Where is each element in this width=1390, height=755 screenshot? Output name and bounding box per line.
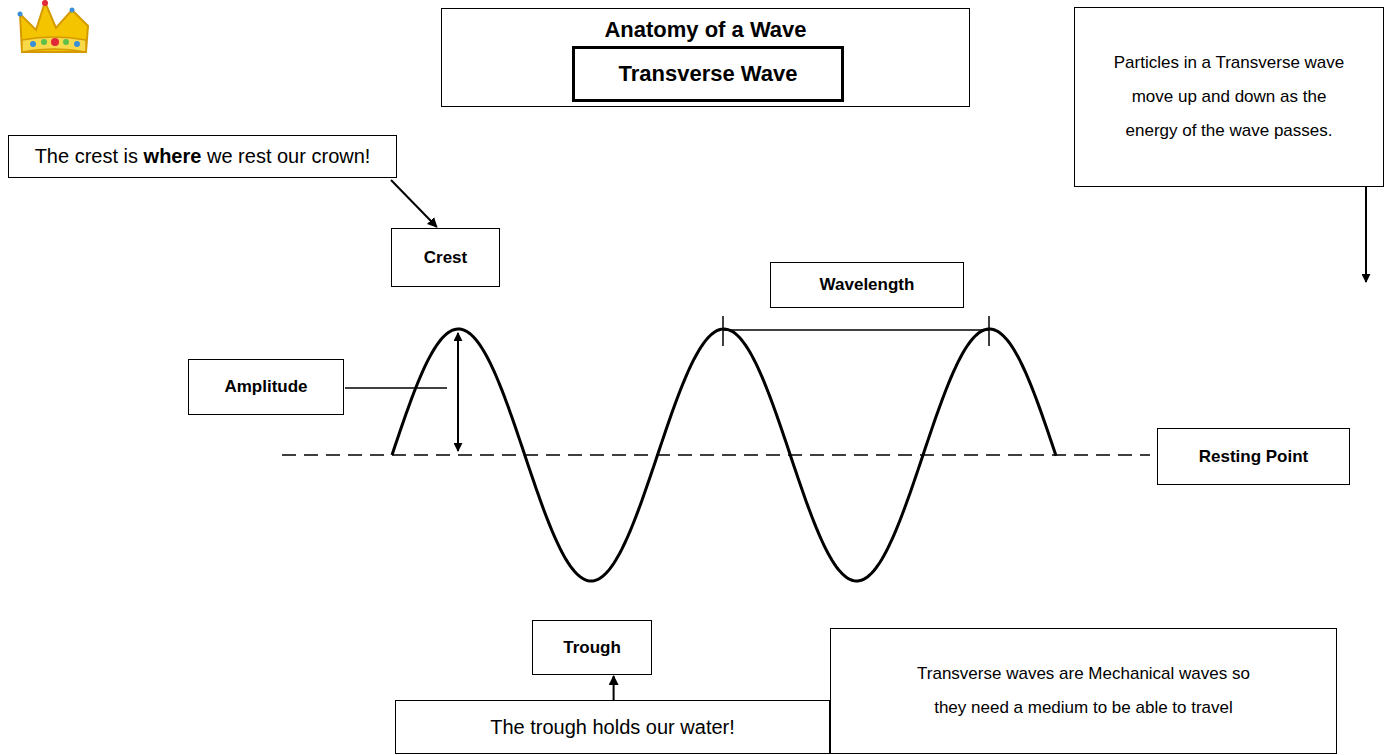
box-text: The crest is where we rest our crown! [35, 145, 371, 168]
title-box: Anatomy of a WaveTransverse Wave [441, 8, 970, 107]
pointer-arrow [613, 676, 615, 700]
leader-line [345, 387, 447, 389]
box-text: Wavelength [820, 275, 915, 295]
box-text: Amplitude [224, 377, 307, 397]
box-text: Trough [563, 638, 621, 658]
callout-box: The trough holds our water! [395, 700, 830, 754]
sine-wave [392, 329, 1056, 581]
part-label-box: Amplitude [188, 359, 344, 415]
part-label-box: Wavelength [770, 262, 964, 308]
note-box: Transverse waves are Mechanical waves so… [830, 628, 1337, 754]
subtitle-box: Transverse Wave [572, 46, 844, 102]
part-label-box: Resting Point [1157, 428, 1350, 485]
box-text: Anatomy of a Wave [604, 17, 806, 43]
wavelength-bracket [723, 316, 989, 346]
box-text: The trough holds our water! [490, 716, 735, 739]
part-label-box: Crest [391, 228, 500, 287]
amplitude-arrow [457, 333, 459, 451]
box-text: Resting Point [1199, 447, 1309, 467]
box-text: Transverse Wave [619, 61, 798, 87]
callout-box: The crest is where we rest our crown! [8, 135, 397, 178]
note-box: Particles in a Transverse wave move up a… [1074, 7, 1384, 187]
box-text: Transverse waves are Mechanical waves so… [901, 657, 1266, 725]
part-label-box: Trough [532, 620, 652, 675]
pointer-arrow [391, 180, 437, 227]
box-text: Particles in a Transverse wave move up a… [1105, 46, 1353, 148]
crown-icon [18, 0, 89, 52]
box-text: Crest [424, 248, 467, 268]
resting-line [282, 454, 1150, 456]
